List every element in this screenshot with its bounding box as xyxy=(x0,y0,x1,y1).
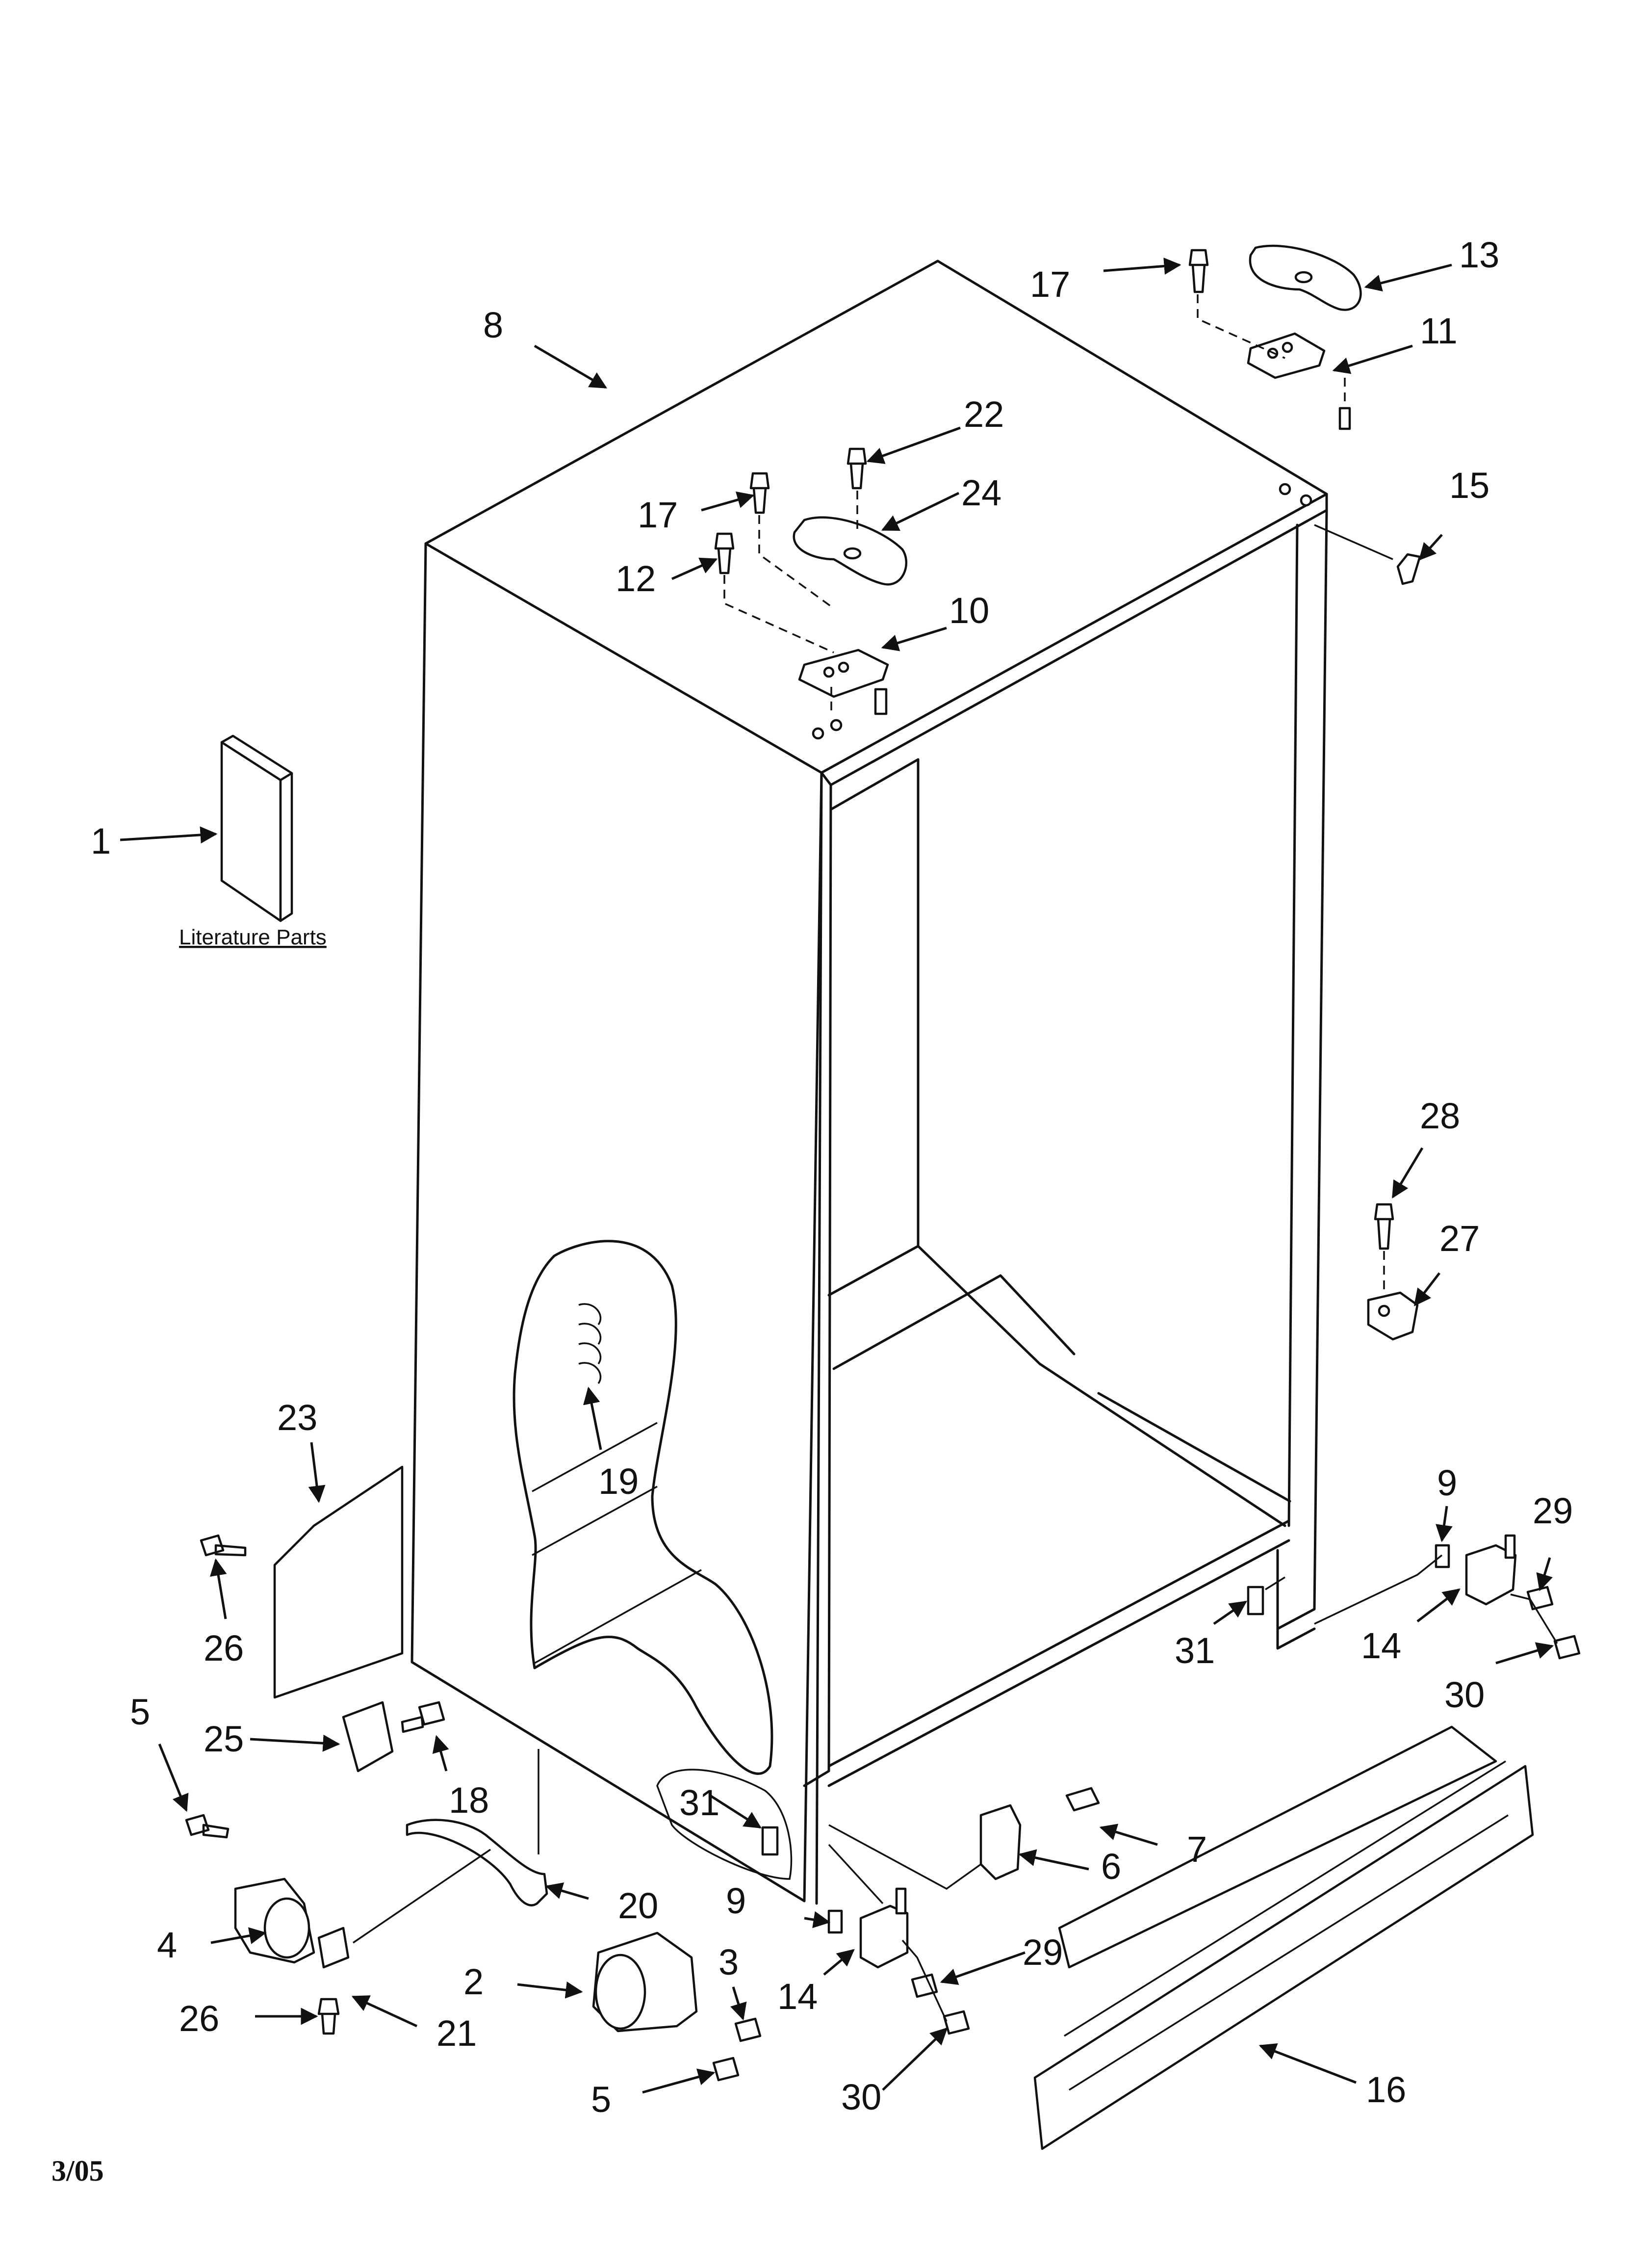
callout-20: 20 xyxy=(618,1885,658,1926)
leader-lines xyxy=(120,257,1558,2094)
screw-12[interactable] xyxy=(714,532,735,574)
rear-access-panel-23[interactable] xyxy=(273,1465,404,1699)
hinge-cover-24[interactable] xyxy=(793,516,908,586)
cam-27[interactable] xyxy=(1367,1291,1419,1341)
bracket-25[interactable] xyxy=(342,1701,394,1773)
screw-17-top[interactable] xyxy=(1188,249,1209,293)
callout-11: 11 xyxy=(1420,311,1458,351)
callout-5-right: 5 xyxy=(591,2079,611,2120)
bracket-31-right[interactable] xyxy=(1247,1586,1264,1616)
literature-parts-booklet[interactable] xyxy=(220,734,293,922)
callout-28: 28 xyxy=(1420,1095,1460,1136)
spring-19[interactable] xyxy=(578,1303,602,1384)
callout-3: 3 xyxy=(718,1942,739,1982)
screw-30-right[interactable] xyxy=(1553,1635,1581,1660)
callout-15: 15 xyxy=(1449,465,1489,506)
callout-9-left: 9 xyxy=(726,1880,746,1921)
callout-22: 22 xyxy=(964,394,1004,435)
screw-22[interactable] xyxy=(847,447,867,490)
clip-21[interactable] xyxy=(317,1927,350,1969)
callout-12: 12 xyxy=(616,558,656,599)
callout-labels: 1 2 3 4 5 5 6 7 8 9 9 10 11 12 13 14 14 … xyxy=(51,235,1573,2187)
callout-30-left: 30 xyxy=(841,2077,881,2117)
screw-26-upper[interactable] xyxy=(200,1534,247,1557)
callout-26-lower: 26 xyxy=(179,1998,219,2039)
bracket-9-right[interactable] xyxy=(1435,1544,1450,1568)
callout-27: 27 xyxy=(1439,1218,1480,1259)
callout-24: 24 xyxy=(961,472,1001,513)
callout-5-left: 5 xyxy=(130,1692,150,1732)
pin-15[interactable] xyxy=(1396,553,1421,585)
cabinet[interactable] xyxy=(410,260,1328,1905)
callout-26-upper: 26 xyxy=(204,1628,244,1668)
callout-29-left: 29 xyxy=(1023,1932,1063,1973)
callout-21: 21 xyxy=(436,2013,477,2054)
hinge-cover-13[interactable] xyxy=(1249,244,1362,311)
roller-assembly-4[interactable] xyxy=(234,1877,315,1964)
callout-29-right: 29 xyxy=(1533,1490,1573,1531)
callout-7: 7 xyxy=(1187,1829,1207,1870)
callout-14-left: 14 xyxy=(777,1976,818,2017)
screw-29-right[interactable] xyxy=(1526,1586,1554,1611)
callout-14-right: 14 xyxy=(1361,1625,1401,1666)
callout-25: 25 xyxy=(204,1719,244,1759)
callout-10: 10 xyxy=(949,590,989,631)
bracket-6[interactable] xyxy=(979,1804,1022,1880)
callout-13: 13 xyxy=(1459,235,1499,275)
callout-30-right: 30 xyxy=(1444,1674,1485,1715)
date-code: 3/05 xyxy=(51,2155,104,2187)
callout-19: 19 xyxy=(598,1461,639,1502)
callout-4: 4 xyxy=(157,1925,177,1965)
callout-23: 23 xyxy=(277,1397,317,1438)
roller-assembly-2[interactable] xyxy=(592,1931,698,2033)
screw-7[interactable] xyxy=(1065,1787,1100,1812)
top-hinge-10[interactable] xyxy=(798,649,889,715)
screw-30-left[interactable] xyxy=(943,2010,970,2035)
callout-9-right: 9 xyxy=(1437,1462,1457,1503)
callout-16: 16 xyxy=(1366,2069,1406,2110)
bracket-31-left[interactable] xyxy=(761,1826,779,1856)
bracket-9-left[interactable] xyxy=(827,1909,843,1934)
callout-18: 18 xyxy=(449,1780,489,1821)
callout-31-left: 31 xyxy=(679,1782,719,1823)
bottom-hinge-14-right[interactable] xyxy=(1465,1534,1517,1606)
screw-5-right[interactable] xyxy=(712,2057,740,2082)
callout-1: 1 xyxy=(91,821,111,861)
callout-8: 8 xyxy=(483,305,503,345)
callout-17-left: 17 xyxy=(638,495,678,535)
screw-17-left[interactable] xyxy=(749,472,770,514)
bottom-hinge-14-left[interactable] xyxy=(859,1887,909,1969)
screw-3[interactable] xyxy=(734,2017,762,2042)
callout-17-top: 17 xyxy=(1030,264,1070,305)
callout-6: 6 xyxy=(1101,1846,1121,1887)
screw-28[interactable] xyxy=(1374,1203,1394,1250)
screw-5-left[interactable] xyxy=(185,1814,230,1839)
screw-18[interactable] xyxy=(401,1701,445,1733)
callout-31-right: 31 xyxy=(1175,1630,1215,1671)
callout-2: 2 xyxy=(463,1961,484,2002)
screw-26-lower[interactable] xyxy=(317,1998,340,2035)
top-hinge-11[interactable] xyxy=(1247,332,1351,430)
toe-grille-16[interactable] xyxy=(1033,1725,1534,2150)
literature-parts-caption: Literature Parts xyxy=(179,925,327,949)
